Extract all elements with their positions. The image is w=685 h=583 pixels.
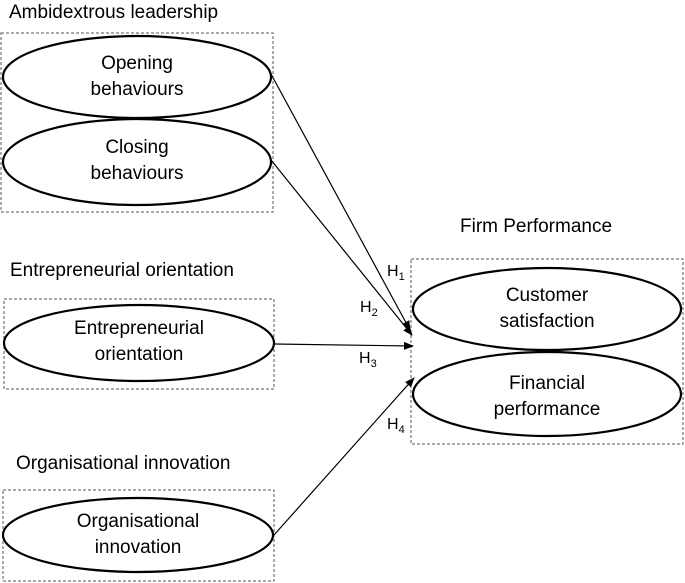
- ambidextrous-leadership-title: Ambidextrous leadership: [9, 2, 218, 23]
- node-label-line2: performance: [494, 399, 601, 420]
- opening-behaviours-node: Opening behaviours: [1, 34, 273, 120]
- node-label-line2: behaviours: [91, 79, 184, 100]
- node-label-line1: Entrepreneurial: [74, 318, 204, 339]
- financial-performance-node: Financial performance: [411, 350, 683, 438]
- node-label-line2: orientation: [95, 344, 184, 365]
- closing-behaviours-node: Closing behaviours: [1, 117, 273, 207]
- hypothesis-h1-label: H1: [387, 263, 405, 283]
- arrow-entrepreneurial-to-performance: [273, 341, 414, 350]
- ambidextrous-leadership-box: [0, 32, 274, 213]
- organisational-innovation-title: Organisational innovation: [16, 453, 230, 474]
- hypothesis-h3-label: H3: [359, 350, 377, 370]
- organisational-innovation-node: Organisational innovation: [1, 496, 275, 574]
- arrow-closing-to-performance: [270, 159, 413, 336]
- firm-performance-title: Firm Performance: [460, 216, 612, 237]
- node-label-line1: Organisational: [77, 511, 200, 532]
- node-label-line1: Closing: [105, 137, 168, 158]
- customer-satisfaction-node: Customer satisfaction: [411, 266, 683, 352]
- node-label-line2: satisfaction: [499, 311, 594, 332]
- node-label-line2: behaviours: [91, 163, 184, 184]
- arrow-opening-to-performance: [270, 73, 411, 331]
- entrepreneurial-orientation-node: Entrepreneurial orientation: [2, 303, 276, 383]
- node-label-line1: Customer: [506, 285, 589, 306]
- hypothesis-h2-label: H2: [360, 299, 378, 319]
- node-label-line2: innovation: [95, 537, 182, 558]
- node-label-line1: Opening: [101, 53, 173, 74]
- node-label-line1: Financial: [509, 373, 585, 394]
- entrepreneurial-orientation-title: Entrepreneurial orientation: [10, 260, 234, 281]
- firm-performance-box: [410, 258, 684, 445]
- hypothesis-h4-label: H4: [387, 416, 405, 436]
- arrow-innovation-to-performance: [273, 377, 415, 536]
